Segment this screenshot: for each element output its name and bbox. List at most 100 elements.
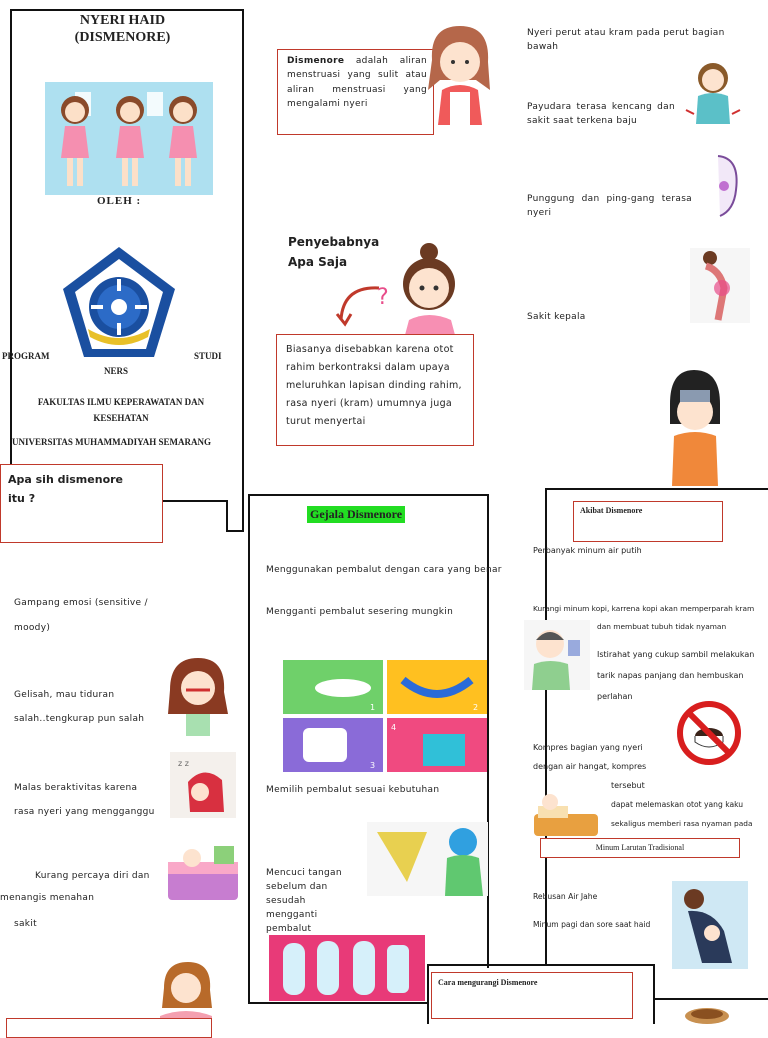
program-left: PROGRAM [2, 351, 50, 361]
akibat-item-3: Istirahat yang cukup sambil melakukan ta… [597, 650, 755, 701]
gejala-border-bottom [248, 1002, 428, 1004]
symptom-right-2: Payudara terasa kencang dan sakit saat t… [527, 102, 675, 127]
symptom-left-4-line1: Kurang percaya diri dan [35, 871, 150, 881]
left-bottom-box [6, 1018, 212, 1038]
causes-text: Biasanya disebabkan karena otot rahim be… [286, 344, 462, 427]
cover-title: NYERI HAID (DISMENORE) [40, 12, 205, 46]
svg-text:4: 4 [391, 723, 396, 732]
svg-text:?: ? [377, 285, 389, 310]
gejala-item-3: Memilih pembalut sesuai kebutuhan [266, 785, 440, 795]
akibat-item-4-line4: dapat melemaskan otot yang kaku [611, 800, 744, 809]
gejala-item-2: Mengganti pembalut sesering mungkin [266, 607, 454, 617]
left-panel-border-right [226, 500, 228, 532]
cara-heading-box: Cara mengurangi Dismenore [431, 972, 633, 1019]
akibat-item-4-line2: dengan air hangat, kompres [533, 762, 647, 771]
gejala-border-right [487, 494, 489, 968]
question-arrow-icon: ? [333, 280, 403, 330]
svg-text:2: 2 [473, 703, 478, 712]
causes-heading-line2: Apa Saja [288, 255, 348, 269]
cover-border-bottom [226, 530, 244, 532]
cover-border-top [10, 9, 244, 11]
definition-term: Dismenore [287, 56, 345, 66]
symptom-left-2: Gelisah, mau tiduran salah..tengkurap pu… [14, 683, 144, 731]
faculty: FAKULTAS ILMU KEPERAWATAN DAN KESEHATAN [12, 394, 230, 426]
angry-girl-illustration [160, 654, 235, 736]
cara-border-right [653, 964, 655, 1024]
gejala-item-4: Mencuci tangan sebelum dan sesudah mengg… [266, 868, 342, 934]
tea-cup-illustration [675, 1002, 739, 1024]
cover-title-line2: (DISMENORE) [74, 30, 171, 45]
symptom-left-4: Kurang percaya diri dan menangis menahan… [0, 865, 160, 935]
akibat-border-bottom [655, 998, 768, 1000]
akibat-item-2-line1: Kurangi minum kopi, karrena kopi akan me… [533, 604, 755, 613]
program-ners: NERS [104, 366, 129, 376]
svg-text:z z: z z [178, 759, 189, 768]
akibat-item-1: Perbanyak minum air putih [533, 546, 642, 555]
what-is-box: Apa sih dismenore itu ? [0, 464, 163, 543]
definition-box: Dismenore adalah aliran menstruasi yang … [277, 49, 434, 135]
akibat-item-4: Kompres bagian yang nyeri dengan air han… [533, 738, 752, 833]
symptom-left-4-line2: menangis menahan [0, 893, 95, 903]
university-name: UNIVERSITAS MUHAMMADIYAH SEMARANG [12, 437, 212, 447]
akibat-border-left [545, 488, 547, 964]
coffee-drinker-illustration [524, 620, 590, 690]
symptom-right-3: Punggung dan ping-gang terasa nyeri [527, 194, 692, 219]
drink-1: Rebusan Air Jahe [533, 892, 598, 901]
crying-girl-bed-illustration [164, 840, 242, 906]
sanitary-pads-illustration [269, 935, 425, 1001]
definition-text: Dismenore adalah aliran menstruasi yang … [287, 54, 427, 112]
svg-text:3: 3 [370, 761, 375, 770]
headache-illustration [664, 368, 724, 486]
worried-woman-illustration [150, 958, 220, 1024]
symptom-left-3-line2: rasa nyeri yang mengganggu [14, 807, 155, 817]
causes-box: Biasanya disebabkan karena otot rahim be… [276, 334, 474, 446]
symptom-left-3-line1: Malas beraktivitas karena [14, 783, 138, 793]
confused-girl-illustration [395, 240, 465, 335]
cover-border-left [10, 9, 12, 464]
gejala-item-1: Menggunakan pembalut dengan cara yang be… [266, 565, 502, 575]
cover-by: OLEH : [97, 195, 142, 207]
causes-heading: Penyebabnya Apa Saja [288, 232, 379, 272]
breast-pain-illustration [700, 150, 750, 218]
cramp-woman-illustration [672, 881, 748, 969]
symptom-right-4: Sakit kepala [527, 312, 586, 322]
akibat-item-4-line5: sekaligus memberi rasa nyaman pada [611, 819, 753, 828]
cara-border-top [427, 964, 655, 966]
back-pain-illustration [690, 248, 750, 323]
stomach-pain-illustration [684, 58, 742, 130]
symptom-left-2-line2: salah..tengkurap pun salah [14, 714, 145, 724]
akibat-item-2-line2: dan membuat tubuh tidak nyaman [597, 622, 727, 631]
pad-choice-illustration [367, 822, 488, 896]
drink-heading-box: Minum Larutan Tradisional [540, 838, 740, 858]
bed-rest-illustration [530, 790, 602, 840]
no-coffee-icon [676, 700, 742, 766]
akibat-heading: Akibat Dismenore [580, 506, 643, 515]
lazy-girl-illustration: z z [170, 752, 236, 818]
cover-title-line1: NYERI HAID [79, 13, 166, 28]
akibat-border-top [545, 488, 768, 490]
drink-heading: Minum Larutan Tradisional [595, 843, 685, 852]
cara-border-left [427, 964, 429, 1024]
akibat-item-4-line1: Kompres bagian yang nyeri [533, 743, 643, 752]
left-panel-border-top [163, 500, 227, 502]
thinking-girl-illustration [420, 20, 495, 125]
symptom-left-4-line3: sakit [14, 919, 37, 929]
faculty-line1: FAKULTAS ILMU KEPERAWATAN DAN [37, 397, 205, 407]
faculty-line2: KESEHATAN [93, 413, 149, 423]
symptom-left-3: Malas beraktivitas karena rasa nyeri yan… [14, 776, 155, 824]
cara-heading: Cara mengurangi Dismenore [438, 978, 538, 987]
program-right: STUDI [194, 351, 222, 361]
gejala-border-left [248, 494, 250, 1004]
cover-border-right [242, 9, 244, 531]
causes-heading-line1: Penyebabnya [288, 235, 380, 249]
symptom-right-1: Nyeri perut atau kram pada perut bagian … [527, 28, 725, 53]
akibat-item-4-line3: tersebut [611, 781, 645, 790]
drink-2: Minum pagi dan sore saat haid [533, 920, 651, 929]
akibat-item-2: Kurangi minum kopi, karrena kopi akan me… [533, 600, 754, 636]
logo-text-bottom: SEMARANG [94, 348, 139, 356]
university-logo [60, 245, 178, 363]
svg-text:1: 1 [370, 703, 375, 712]
gejala-border-top [248, 494, 488, 496]
what-is-label: Apa sih dismenore itu ? [8, 473, 124, 505]
akibat-heading-box: Akibat Dismenore [573, 501, 723, 542]
